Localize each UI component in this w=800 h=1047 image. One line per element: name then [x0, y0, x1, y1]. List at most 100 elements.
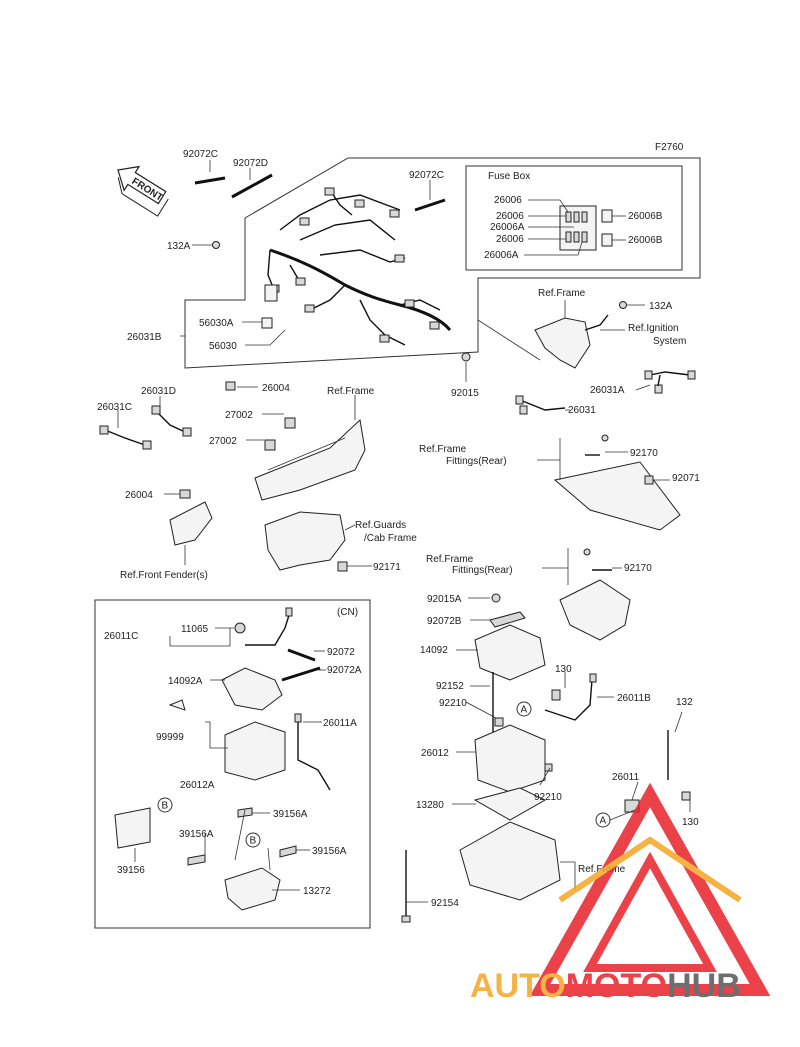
part-labels: 92072C 92072D 92072C 132A 26031B 56030A … — [97, 149, 700, 909]
cable-26011B — [544, 679, 593, 721]
label-26031A: 26031A — [590, 385, 625, 396]
label-92072A: 92072A — [327, 665, 362, 676]
label-26011A: 26011A — [323, 718, 357, 729]
label-ref-front-fender: Ref.Front Fender(s) — [120, 570, 208, 581]
tray-13272 — [224, 867, 281, 911]
logo-text-moto: MOTO — [566, 967, 667, 1005]
label-92210-b: 92210 — [534, 792, 562, 803]
label-26004-b: 26004 — [125, 490, 153, 501]
label-ref-guards-2: /Cab Frame — [364, 533, 417, 544]
cn-box-group: (CN) B B — [94, 599, 371, 929]
part-56030A-bracket — [261, 317, 273, 329]
label-26012: 26012 — [421, 748, 449, 759]
label-26004-a: 26004 — [262, 383, 290, 394]
tag-99999 — [168, 699, 186, 711]
fuse-label-4: 26006 — [496, 234, 524, 245]
fuse-box-panel: Fuse Box 26006 26006 26006A 26006 26006A… — [465, 165, 683, 271]
bolt-132A-a — [212, 241, 220, 249]
fender-bracket — [169, 501, 213, 546]
label-26011C: 26011C — [104, 631, 138, 642]
battery-tray-frame — [459, 821, 561, 901]
cable-26011C — [245, 611, 291, 646]
cable-26011A — [297, 720, 331, 791]
label-ref-ignition-1: Ref.Ignition — [628, 323, 679, 334]
front-fender-group — [164, 489, 213, 565]
label-26012A: 26012A — [180, 780, 215, 791]
relay-56030A — [264, 284, 278, 302]
label-ref-frame-b: Ref.Frame — [327, 386, 375, 397]
fuse-label-1: 26006 — [494, 195, 522, 206]
label-92072C-a: 92072C — [183, 149, 218, 160]
label-39156A-b: 39156A — [179, 829, 214, 840]
harness-trunk — [269, 248, 452, 332]
relay-27002-b — [264, 439, 276, 451]
mark-a-a: A — [521, 705, 528, 716]
label-99999: 99999 — [156, 732, 184, 743]
rear-fitting-plate-b — [559, 579, 631, 641]
fuse-label-5: 26006A — [484, 250, 519, 261]
strip-92072B — [489, 611, 526, 628]
label-27002-b: 27002 — [209, 436, 237, 447]
logo-text-hub: HUB — [667, 967, 741, 1005]
battery-cover-14092A — [221, 667, 283, 711]
label-92171: 92171 — [373, 562, 401, 573]
label-14092: 14092 — [420, 645, 448, 656]
label-56030A: 56030A — [199, 318, 234, 329]
logo-triangle-outer — [529, 782, 771, 996]
harness-frame-outline — [184, 157, 701, 369]
harness-26031C — [104, 429, 146, 446]
strip-92072 — [287, 648, 316, 662]
label-130-b: 130 — [682, 817, 699, 828]
fuse-26006B-b — [601, 233, 613, 247]
label-ref-guards-1: Ref.Guards — [355, 520, 406, 531]
bolt-130-a — [551, 689, 561, 701]
label-39156A-a — [237, 807, 253, 818]
frame-rail — [254, 418, 366, 501]
figure-code: F2760 — [655, 142, 684, 153]
clip-92210-a — [494, 717, 504, 727]
fuse-label-right-1: 26006B — [628, 211, 663, 222]
label-ref-frame-fit-a2: Fittings(Rear) — [446, 456, 507, 467]
sub-harness-group — [99, 396, 192, 450]
label-26031D: 26031D — [141, 386, 176, 397]
label-92210-a: 92210 — [439, 698, 467, 709]
label-27002-a: 27002 — [225, 410, 253, 421]
mark-b-a: B — [162, 801, 169, 812]
cab-frame-guard — [264, 511, 346, 571]
label-92015: 92015 — [451, 388, 479, 399]
label-92072D: 92072D — [233, 158, 268, 169]
mat-13280 — [473, 787, 547, 821]
label-56030: 56030 — [209, 341, 237, 352]
nut-92015A — [491, 593, 501, 603]
ignition-bracket-group — [515, 300, 696, 415]
clip-92171 — [337, 561, 348, 572]
label-39156A-c — [279, 845, 297, 858]
rear-fitting-plate-a — [553, 461, 681, 531]
mark-b-circle-b — [245, 832, 261, 848]
label-ref-frame-fit-a1: Ref.Frame — [419, 444, 467, 455]
logo-text-auto: AUTO — [470, 967, 566, 1005]
cn-box-frame — [94, 599, 371, 929]
automotohub-logo: AUTOMOTOHUB — [470, 782, 771, 1005]
label-132A-a: 132A — [167, 241, 191, 252]
mark-a-b: A — [600, 816, 607, 827]
label-ref-ignition-2: System — [653, 336, 686, 347]
relay-27002-a — [284, 417, 296, 429]
logo-triangle-inner — [583, 851, 717, 972]
harness-26031 — [519, 399, 566, 411]
label-39156A-c: 39156A — [312, 846, 347, 857]
harness-26031D — [154, 409, 186, 433]
clip-26004-a — [225, 381, 236, 391]
front-arrow-icon: FRONT — [117, 165, 169, 217]
label-92154: 92154 — [431, 898, 459, 909]
battery-26012A — [224, 721, 286, 781]
fuse-box-title: Fuse Box — [488, 171, 530, 182]
rear-fittings-group — [537, 434, 681, 641]
label-39156A-b — [187, 854, 206, 866]
label-ref-frame-a: Ref.Frame — [538, 288, 586, 299]
label-26031: 26031 — [568, 405, 596, 416]
cn-tag: (CN) — [337, 607, 358, 618]
label-39156 — [114, 807, 151, 849]
fuse-label-2: 26006 — [496, 211, 524, 222]
label-13272: 13272 — [303, 886, 331, 897]
